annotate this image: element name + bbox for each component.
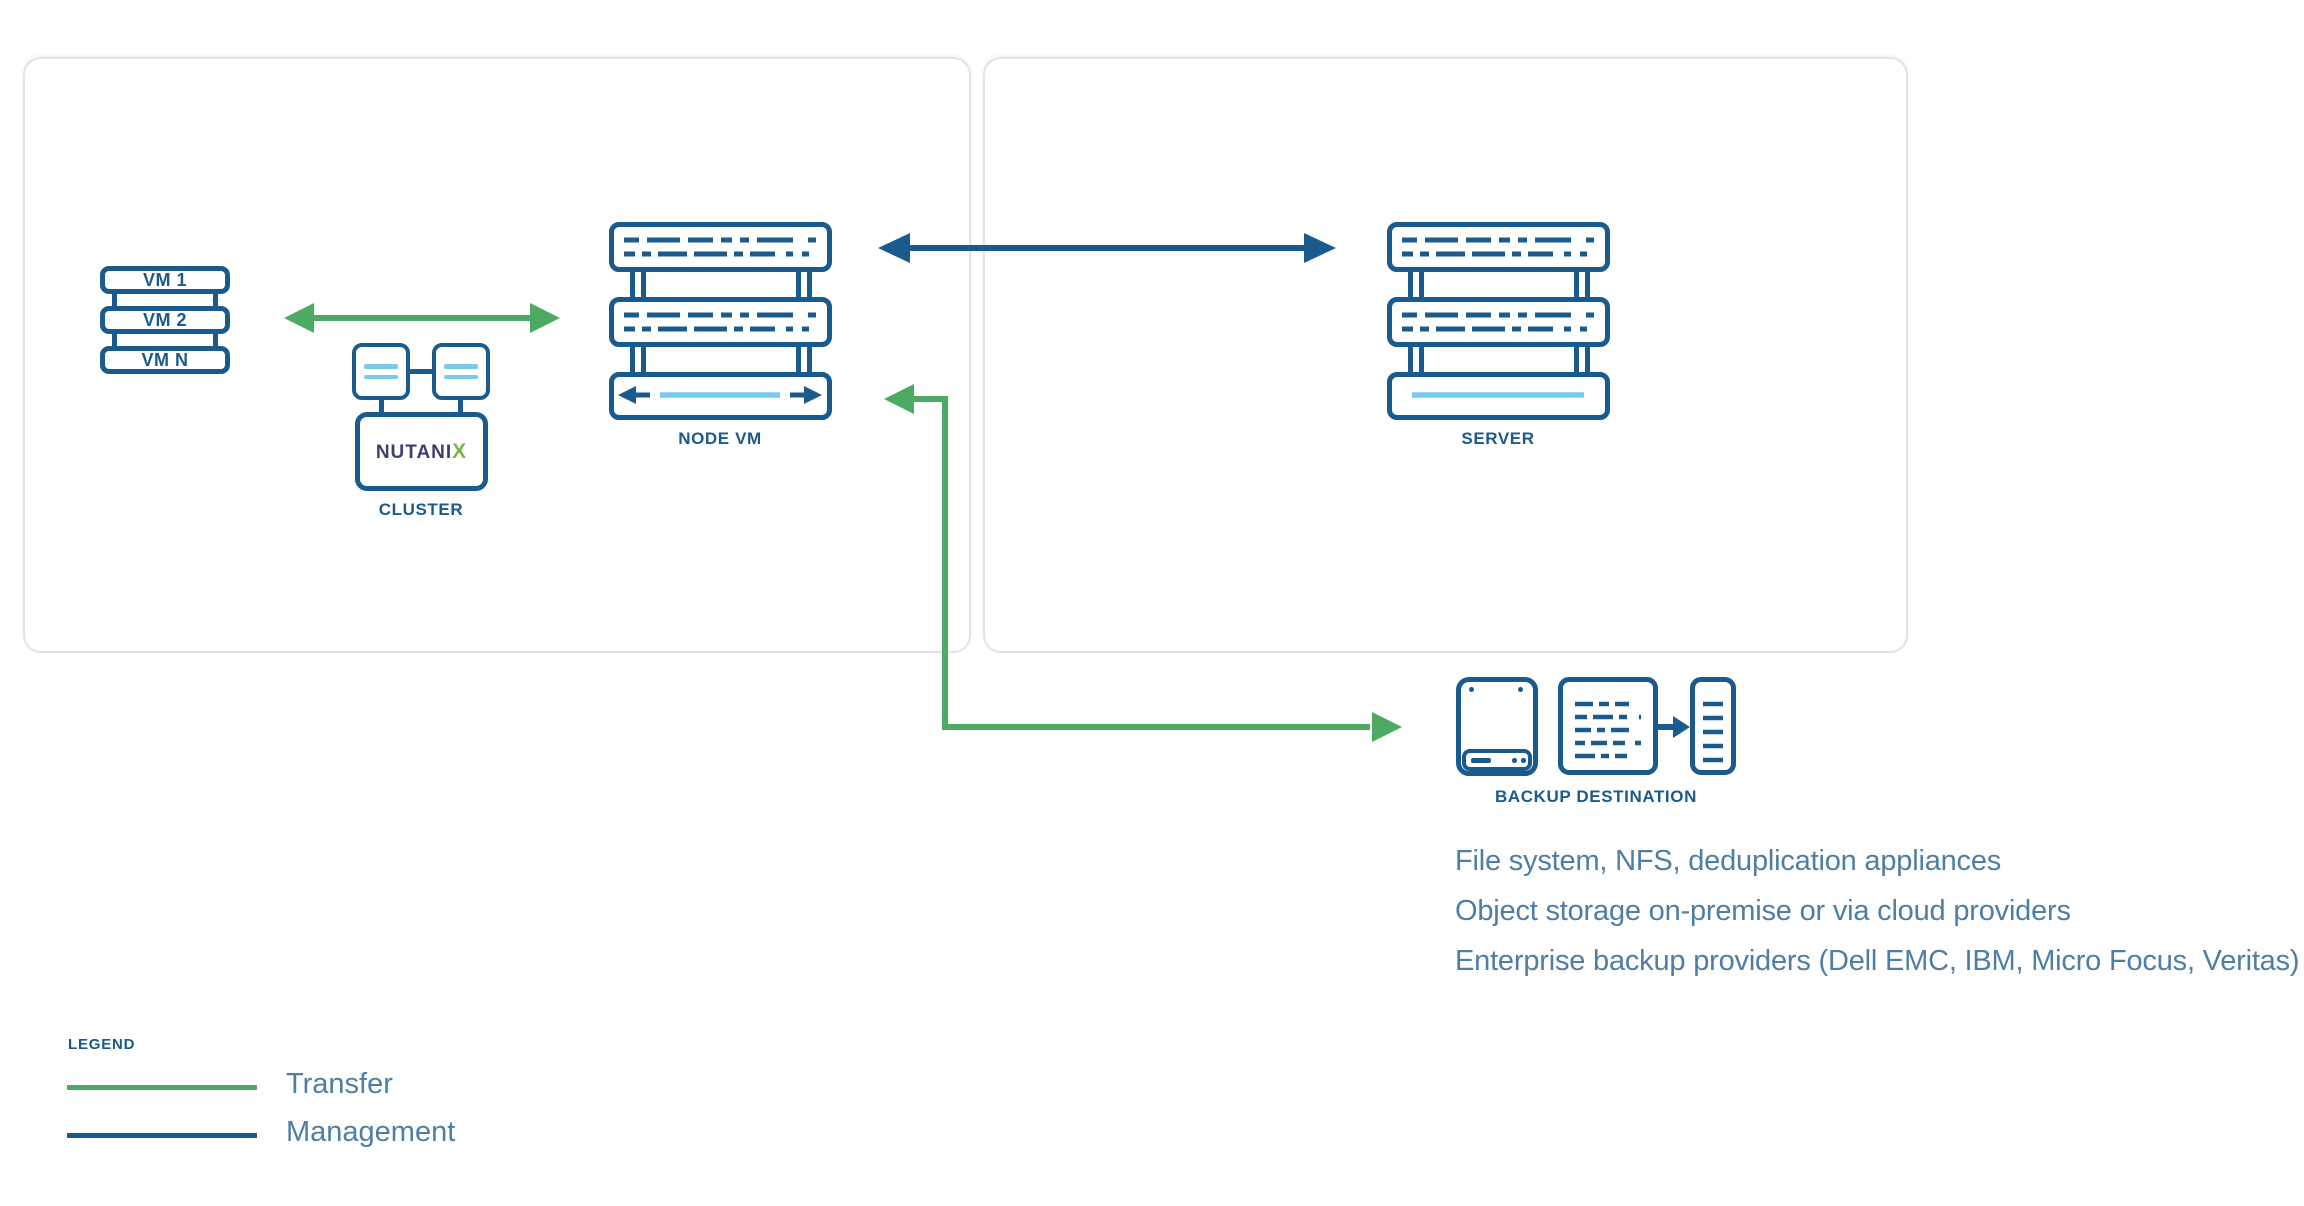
led-dot <box>1512 758 1517 763</box>
screw-dot <box>1469 687 1474 692</box>
nutanix-box: NUTANIX <box>355 412 488 491</box>
bidirectional-io-icon <box>618 386 822 404</box>
legend-label-transfer: Transfer <box>286 1068 393 1100</box>
drive-slot-dash <box>1471 758 1491 763</box>
cluster-stem <box>379 398 384 414</box>
drive-bay-icon <box>1462 749 1532 771</box>
led-dot <box>1521 758 1526 763</box>
cluster-node-icon <box>352 343 410 400</box>
vm-item: VM 1 <box>100 266 230 294</box>
disk-line <box>444 374 478 379</box>
note-line: File system, NFS, deduplication applianc… <box>1455 845 2002 877</box>
disk-line <box>444 364 478 369</box>
nutanix-x-glyph: X <box>452 439 468 463</box>
backup-destination-label: BACKUP DESTINATION <box>1495 787 1697 806</box>
vm-label: VM N <box>141 349 189 370</box>
note-line: Enterprise backup providers (Dell EMC, I… <box>1455 945 2300 977</box>
legend-label-management: Management <box>286 1116 456 1148</box>
note-line: Object storage on-premise or via cloud p… <box>1455 895 2071 927</box>
legend-title: LEGEND <box>68 1036 136 1053</box>
rack-unit <box>609 222 832 272</box>
vm-item: VM N <box>100 346 230 374</box>
cluster-node-link <box>408 369 434 374</box>
rack-unit <box>1387 222 1610 272</box>
rack-text-lines-icon <box>624 312 816 332</box>
vm-item: VM 2 <box>100 306 230 334</box>
rack-text-lines-icon <box>1402 312 1594 332</box>
management-line-swatch <box>67 1133 257 1138</box>
cluster-stem <box>458 398 463 414</box>
backup-flow-arrow <box>1654 716 1690 738</box>
rack-unit <box>609 372 832 420</box>
node-vm-label: NODE VM <box>678 429 762 448</box>
screw-dot <box>1518 687 1523 692</box>
transfer-line-swatch <box>67 1085 257 1090</box>
disk-line <box>364 364 398 369</box>
tape-drive-icon <box>1690 677 1736 775</box>
nutanix-logo: NUTANIX <box>375 439 468 463</box>
vm-label: VM 2 <box>142 309 187 330</box>
rack-text-lines-icon <box>1402 237 1594 257</box>
rack-text-lines-icon <box>624 237 816 257</box>
data-files-icon <box>1558 677 1658 775</box>
status-line-icon <box>1412 392 1584 398</box>
rack-unit <box>1387 372 1610 420</box>
cluster-node-icon <box>432 343 490 400</box>
server-label: SERVER <box>1461 429 1535 448</box>
right-panel <box>983 57 1908 653</box>
vm-label: VM 1 <box>142 269 187 290</box>
cluster-label: CLUSTER <box>378 500 464 519</box>
rack-unit <box>1387 297 1610 347</box>
rack-unit <box>609 297 832 347</box>
disk-line <box>364 374 398 379</box>
